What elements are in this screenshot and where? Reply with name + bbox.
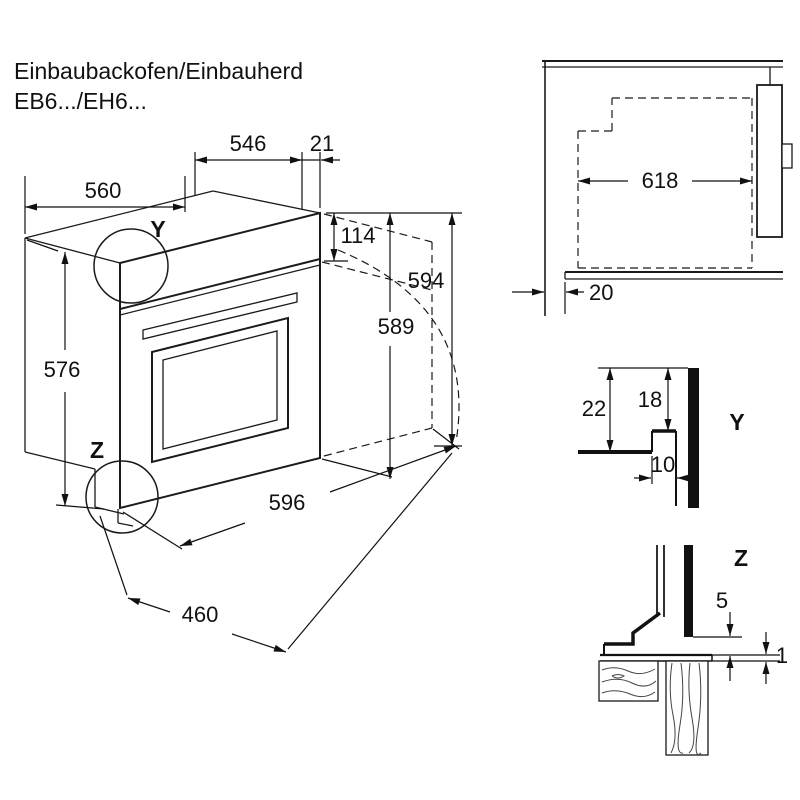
detail-z-wood-shelf (598, 660, 659, 702)
dimension-1: 1 (762, 632, 788, 684)
dimension-460: 460 (127, 597, 287, 653)
dim-label-18: 18 (638, 387, 662, 412)
cabinet-outline (24, 190, 321, 515)
dimension-22: 22 (582, 368, 614, 452)
dimension-560: 560 (25, 178, 185, 211)
detail-z-oven-frame (684, 545, 693, 637)
detail-y-view: 22 18 10 Y (578, 367, 745, 508)
dim-label-114: 114 (340, 223, 375, 248)
dim-label-546: 546 (230, 131, 267, 156)
dim-label-460: 460 (182, 602, 219, 627)
door-swing-arc (337, 249, 460, 443)
section-view: 618 20 (512, 60, 793, 316)
hidden-depth-lines (321, 213, 460, 457)
dimension-114: 114 (330, 213, 376, 261)
oven-front-face (117, 211, 321, 527)
dimension-618: 618 (578, 168, 752, 193)
section-oven-front (756, 84, 793, 238)
dim-label-560: 560 (85, 178, 122, 203)
dimension-18: 18 (638, 368, 672, 431)
detail-circle-z (85, 460, 159, 534)
dim-label-10: 10 (651, 452, 675, 477)
oven-handle (142, 292, 298, 340)
dim-label-596: 596 (269, 490, 306, 515)
title-block: Einbaubackofen/Einbauherd EB6.../EH6... (14, 58, 303, 114)
title-line-2: EB6.../EH6... (14, 88, 147, 114)
detail-circle-y (93, 228, 169, 304)
dimension-10: 10 (634, 452, 694, 482)
dim-label-576: 576 (44, 357, 81, 382)
detail-marker-z-label: Z (90, 437, 104, 463)
dimension-589: 589 (378, 213, 415, 479)
detail-z-label: Z (734, 545, 748, 571)
dimension-20: 20 (512, 280, 613, 305)
door-window-inner (162, 330, 278, 450)
dimension-596: 596 (179, 445, 457, 547)
detail-z-worktop (600, 653, 713, 662)
section-handle (781, 143, 793, 169)
section-floor (564, 271, 783, 314)
section-oven-dashed (577, 97, 753, 269)
dim-label-21: 21 (310, 131, 334, 156)
detail-z-view: 5 1 Z (598, 545, 788, 756)
title-line-1: Einbaubackofen/Einbauherd (14, 58, 303, 84)
dimension-594: 594 (408, 213, 456, 446)
dim-label-589: 589 (378, 314, 415, 339)
dimension-576: 576 (44, 252, 81, 506)
main-isometric-view: Y Z 546 21 (24, 131, 462, 653)
dimension-21: 21 (302, 131, 340, 164)
detail-y-oven-frame (688, 368, 699, 508)
detail-z-wood-column (665, 660, 709, 756)
dim-label-22: 22 (582, 396, 606, 421)
dim-label-20: 20 (589, 280, 613, 305)
dim-label-594: 594 (408, 268, 445, 293)
dimension-546: 546 (195, 131, 302, 164)
dim-label-1: 1 (776, 643, 788, 668)
detail-y-label: Y (729, 409, 744, 435)
dimension-5: 5 (716, 588, 734, 681)
dim-label-5: 5 (716, 588, 728, 613)
control-panel-line (119, 258, 321, 310)
dim-label-618: 618 (642, 168, 679, 193)
detail-marker-y-label: Y (150, 216, 165, 242)
detail-z-foot-bracket (604, 611, 662, 646)
